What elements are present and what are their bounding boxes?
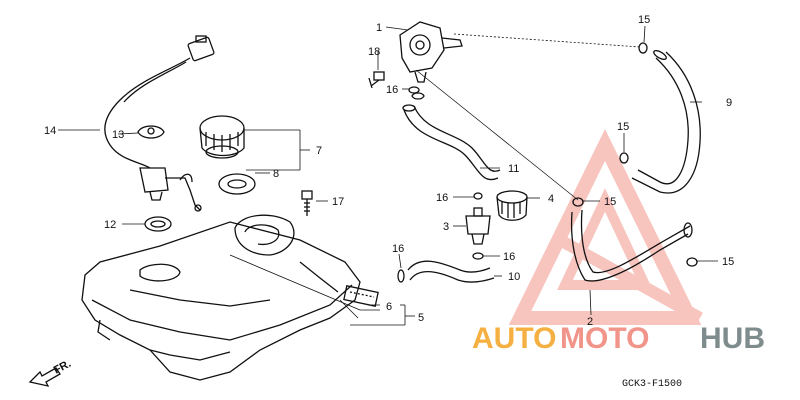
front-label: FR. xyxy=(52,358,73,377)
watermark-logo xyxy=(508,129,703,325)
callout-18: 18 xyxy=(368,46,380,58)
callout-10: 10 xyxy=(508,271,520,283)
callout-16-left: 16 xyxy=(392,243,404,255)
callout-14: 14 xyxy=(44,125,56,137)
callout-15-left: 15 xyxy=(604,196,616,208)
callout-17: 17 xyxy=(332,196,344,208)
watermark-auto: AUTO xyxy=(472,322,556,355)
part-17-bolt xyxy=(301,190,313,216)
callout-5: 5 xyxy=(418,312,424,324)
clip-16-top xyxy=(408,86,420,94)
callout-16-top: 16 xyxy=(386,84,398,96)
hose-clips xyxy=(397,42,698,283)
fuel-tank xyxy=(81,214,379,381)
callout-16-mid: 16 xyxy=(436,192,448,204)
callout-11: 11 xyxy=(508,163,519,175)
part-7-filler-cap xyxy=(199,115,245,159)
callout-3: 3 xyxy=(443,221,449,233)
watermark-moto: MOTO xyxy=(560,322,649,355)
callout-4: 4 xyxy=(548,193,554,205)
watermark-hub: HUB xyxy=(700,322,765,355)
watermark-text: AUTO MOTO HUB xyxy=(472,322,765,355)
part-1-fuel-valve xyxy=(399,21,463,83)
callout-2: 2 xyxy=(587,316,593,328)
callout-13: 13 xyxy=(112,129,124,141)
callout-12: 12 xyxy=(104,219,116,231)
part-3-strainer xyxy=(465,207,491,245)
part-2-hose xyxy=(570,209,693,282)
clip-16-left xyxy=(397,269,405,283)
clip-15-mid xyxy=(619,152,629,164)
part-8-gasket xyxy=(218,173,256,195)
leader-lines xyxy=(58,25,718,326)
callout-15-top: 15 xyxy=(638,14,650,26)
clip-15-left xyxy=(572,197,584,207)
drawing-code: GCK3-F1500 xyxy=(622,379,682,390)
part-4-fuel-filter xyxy=(496,190,528,221)
callout-labels: 1 2 3 4 5 6 7 8 9 10 11 12 13 14 15 15 1… xyxy=(44,14,734,328)
part-10-hose xyxy=(407,260,495,283)
clip-16-lower xyxy=(472,252,484,260)
callout-15-right: 15 xyxy=(722,256,734,268)
part-11-hose xyxy=(402,92,501,181)
front-direction-marker: FR. xyxy=(28,358,73,387)
part-12-packing xyxy=(144,216,172,232)
callout-16-lower: 16 xyxy=(503,251,515,263)
part-13-filter xyxy=(137,125,165,139)
callout-9: 9 xyxy=(726,97,732,109)
clip-15-top xyxy=(638,42,648,54)
callout-15-mid: 15 xyxy=(617,121,629,133)
clip-15-right xyxy=(686,257,698,267)
callout-8: 8 xyxy=(273,168,279,180)
front-arrow-icon xyxy=(28,367,61,387)
part-18-bolt xyxy=(368,71,385,89)
part-9-hose xyxy=(631,49,701,194)
callout-6: 6 xyxy=(386,301,392,313)
callout-1: 1 xyxy=(376,22,382,34)
callout-7: 7 xyxy=(316,145,322,157)
clip-16-mid xyxy=(473,192,483,200)
fuel-pump-assembly xyxy=(104,35,215,212)
